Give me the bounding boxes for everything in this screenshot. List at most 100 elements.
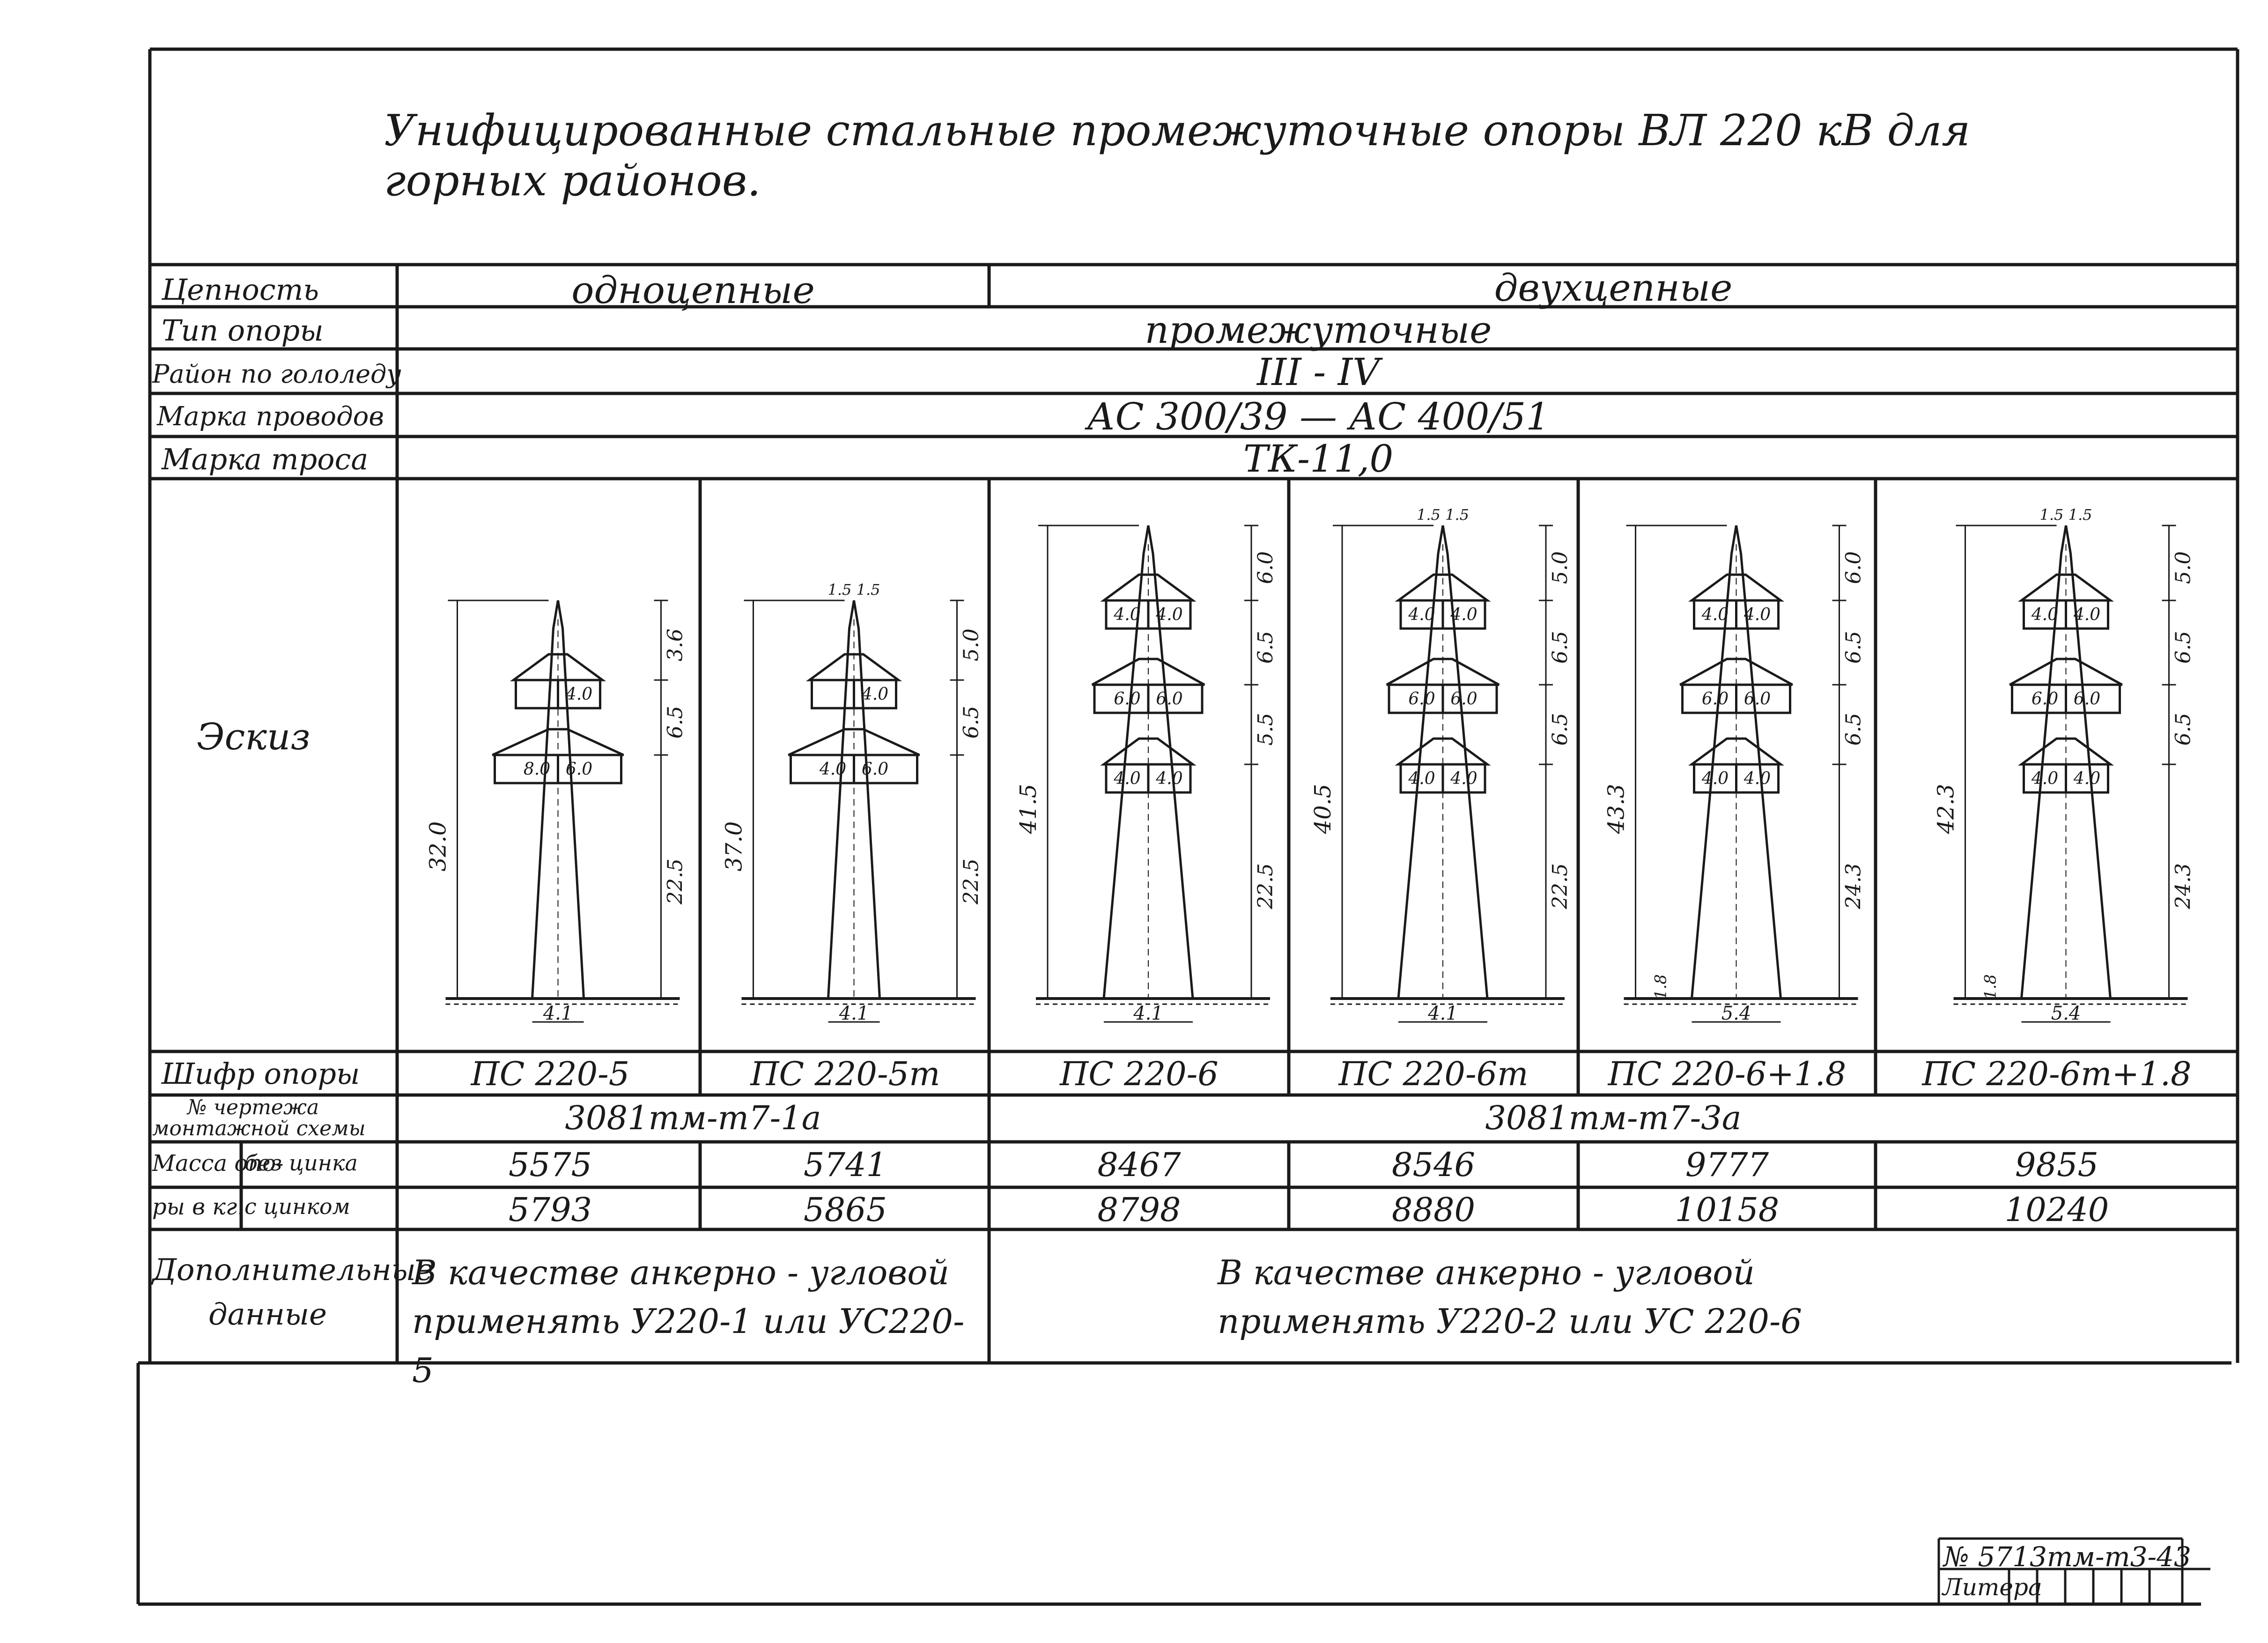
tower-sketch-2 xyxy=(741,599,976,1023)
label-extra-1: Дополнительные xyxy=(152,1253,434,1288)
circuit-single: одноцепные xyxy=(571,268,815,312)
label-extra-2: данные xyxy=(208,1297,327,1332)
tower-arm-1-2a: 8.0 xyxy=(524,760,550,779)
tower-base-4: 4.1 xyxy=(1427,1003,1458,1024)
tower-arm-3-2a: 6.0 xyxy=(1114,689,1140,709)
mass-no-zinc-2: 5741 xyxy=(803,1146,887,1184)
tower-dim-4-2: 6.5 xyxy=(1548,631,1572,664)
tower-top-4: 1.5 1.5 xyxy=(1417,506,1469,524)
drawing-double: 3081тм-т7-3а xyxy=(1485,1099,1742,1137)
mass-zinc-4: 8880 xyxy=(1391,1191,1476,1229)
tower-arm-3-1a: 4.0 xyxy=(1113,605,1140,624)
label-ice-region: Район по гололеду xyxy=(152,359,401,389)
tower-height-3: 41.5 xyxy=(1015,784,1042,835)
tower-arm-5-1b: 4.0 xyxy=(1743,605,1771,624)
tower-height-6: 42.3 xyxy=(1933,784,1959,835)
label-circuit: Цепность xyxy=(162,273,319,307)
tower-dim-3-3: 5.5 xyxy=(1254,713,1278,746)
tower-top-2: 1.5 1.5 xyxy=(828,581,880,599)
tower-code-5: ПС 220-6+1.8 xyxy=(1608,1055,1847,1093)
label-drawing-2: монтажной схемы xyxy=(152,1117,366,1140)
tower-sketch-3 xyxy=(1036,525,1270,1023)
tower-arm-3-1b: 4.0 xyxy=(1155,605,1182,624)
tower-top-6: 1.5 1.5 xyxy=(2040,506,2092,524)
label-with-zinc: с цинком xyxy=(244,1194,350,1219)
tower-height-5: 43.3 xyxy=(1603,784,1630,835)
label-sketch: Эскиз xyxy=(197,716,310,758)
tower-height-4: 40.5 xyxy=(1310,784,1336,835)
tower-dim-4-1: 5.0 xyxy=(1548,551,1572,584)
stamp-litera: Литера xyxy=(1943,1574,2042,1601)
tower-arm-3-3a: 4.0 xyxy=(1113,769,1140,788)
tower-code-4: ПС 220-6т xyxy=(1338,1055,1529,1093)
extra-double-line1: В качестве анкерно - угловой xyxy=(1218,1253,1755,1292)
drawing-single: 3081тм-т7-1а xyxy=(565,1099,821,1137)
tower-dim-5-1: 6.0 xyxy=(1842,551,1866,584)
tower-arm-4-1b: 4.0 xyxy=(1450,605,1477,624)
tower-dim-6-3: 6.5 xyxy=(2172,713,2195,746)
extra-single: В качестве анкерно - угловой применять У… xyxy=(412,1248,983,1395)
tower-arm-5-2b: 6.0 xyxy=(1744,689,1771,709)
label-support-type: Тип опоры xyxy=(162,313,324,348)
mass-zinc-1: 5793 xyxy=(508,1191,592,1229)
tower-dim-6-1: 5.0 xyxy=(2172,551,2195,584)
tower-dim-4-3: 6.5 xyxy=(1548,713,1572,746)
label-wire-brand: Марка проводов xyxy=(157,401,384,432)
support-type-value: промежуточные xyxy=(1145,308,1492,352)
stamp-number: № 5713тм-т3-43 xyxy=(1943,1541,2191,1573)
tower-arm-2-2a: 4.0 xyxy=(819,760,846,779)
tower-arm-3-2b: 6.0 xyxy=(1156,689,1182,709)
label-without-zinc: без цинка xyxy=(244,1150,358,1176)
tower-sketch-5 xyxy=(1624,525,1858,1023)
mass-no-zinc-4: 8546 xyxy=(1391,1146,1476,1184)
label-code: Шифр опоры xyxy=(162,1057,360,1091)
tower-code-1: ПС 220-5 xyxy=(471,1055,630,1093)
tower-base-3: 4.1 xyxy=(1133,1003,1163,1024)
tower-arm-4-3a: 4.0 xyxy=(1408,769,1435,788)
tower-sketch-6 xyxy=(1953,525,2188,1023)
mass-no-zinc-1: 5575 xyxy=(508,1146,592,1184)
tower-dim-3-4: 22.5 xyxy=(1254,863,1278,910)
tower-arm-6-2b: 6.0 xyxy=(2074,689,2100,709)
tower-height-1: 32.0 xyxy=(425,822,451,872)
tower-dim-4-4: 22.5 xyxy=(1548,863,1572,910)
tower-arm-6-1b: 4.0 xyxy=(2073,605,2100,624)
tower-arm-2-2b: 6.0 xyxy=(862,760,888,779)
extra-single-line1: В качестве анкерно - угловой xyxy=(412,1253,950,1292)
tower-dim-5-3: 6.5 xyxy=(1842,713,1866,746)
extra-double-line2: применять У220-2 или УС 220-6 xyxy=(1218,1302,1803,1341)
tower-dim-1-3: 22.5 xyxy=(664,859,687,905)
tower-arm-4-2a: 6.0 xyxy=(1408,689,1435,709)
tower-arm-5-2a: 6.0 xyxy=(1702,689,1729,709)
tower-base-2: 4.1 xyxy=(839,1003,869,1024)
mass-zinc-6: 10240 xyxy=(2004,1191,2109,1229)
tower-arm-6-3b: 4.0 xyxy=(2073,769,2100,788)
tower-dim-1-2: 6.5 xyxy=(664,706,687,739)
label-drawing-1: № чертежа xyxy=(187,1095,319,1119)
tower-sketch-4 xyxy=(1330,525,1565,1023)
tower-dim-3-2: 6.5 xyxy=(1254,631,1278,664)
tower-leg-6: 1.8 xyxy=(1981,974,2000,999)
wire-brand-value: АС 300/39 — АС 400/51 xyxy=(1086,395,1550,438)
label-mass-2: ры в кг. xyxy=(152,1194,244,1220)
mass-zinc-3: 8798 xyxy=(1097,1191,1181,1229)
tower-arm-6-2a: 6.0 xyxy=(2032,689,2058,709)
tower-arm-2-1: 4.0 xyxy=(861,685,888,704)
tower-dim-3-1: 6.0 xyxy=(1254,551,1278,584)
tower-arm-1-2b: 6.0 xyxy=(566,760,592,779)
tower-arm-4-1a: 4.0 xyxy=(1408,605,1435,624)
tower-code-2: ПС 220-5т xyxy=(750,1055,940,1093)
tower-dim-2-1: 5.0 xyxy=(960,629,983,661)
tower-code-3: ПС 220-6 xyxy=(1060,1055,1219,1093)
tower-arm-5-3b: 4.0 xyxy=(1743,769,1771,788)
cable-brand-value: ТК-11,0 xyxy=(1243,437,1394,481)
tower-base-5: 5.4 xyxy=(1721,1003,1751,1024)
tower-base-6: 5.4 xyxy=(2051,1003,2081,1024)
extra-double: В качестве анкерно - угловой применять У… xyxy=(1218,1248,2201,1346)
tower-arm-6-1a: 4.0 xyxy=(2031,605,2058,624)
mass-zinc-2: 5865 xyxy=(803,1191,887,1229)
tower-arm-1-1: 4.0 xyxy=(565,685,592,704)
tower-code-6: ПС 220-6т+1.8 xyxy=(1922,1055,2192,1093)
